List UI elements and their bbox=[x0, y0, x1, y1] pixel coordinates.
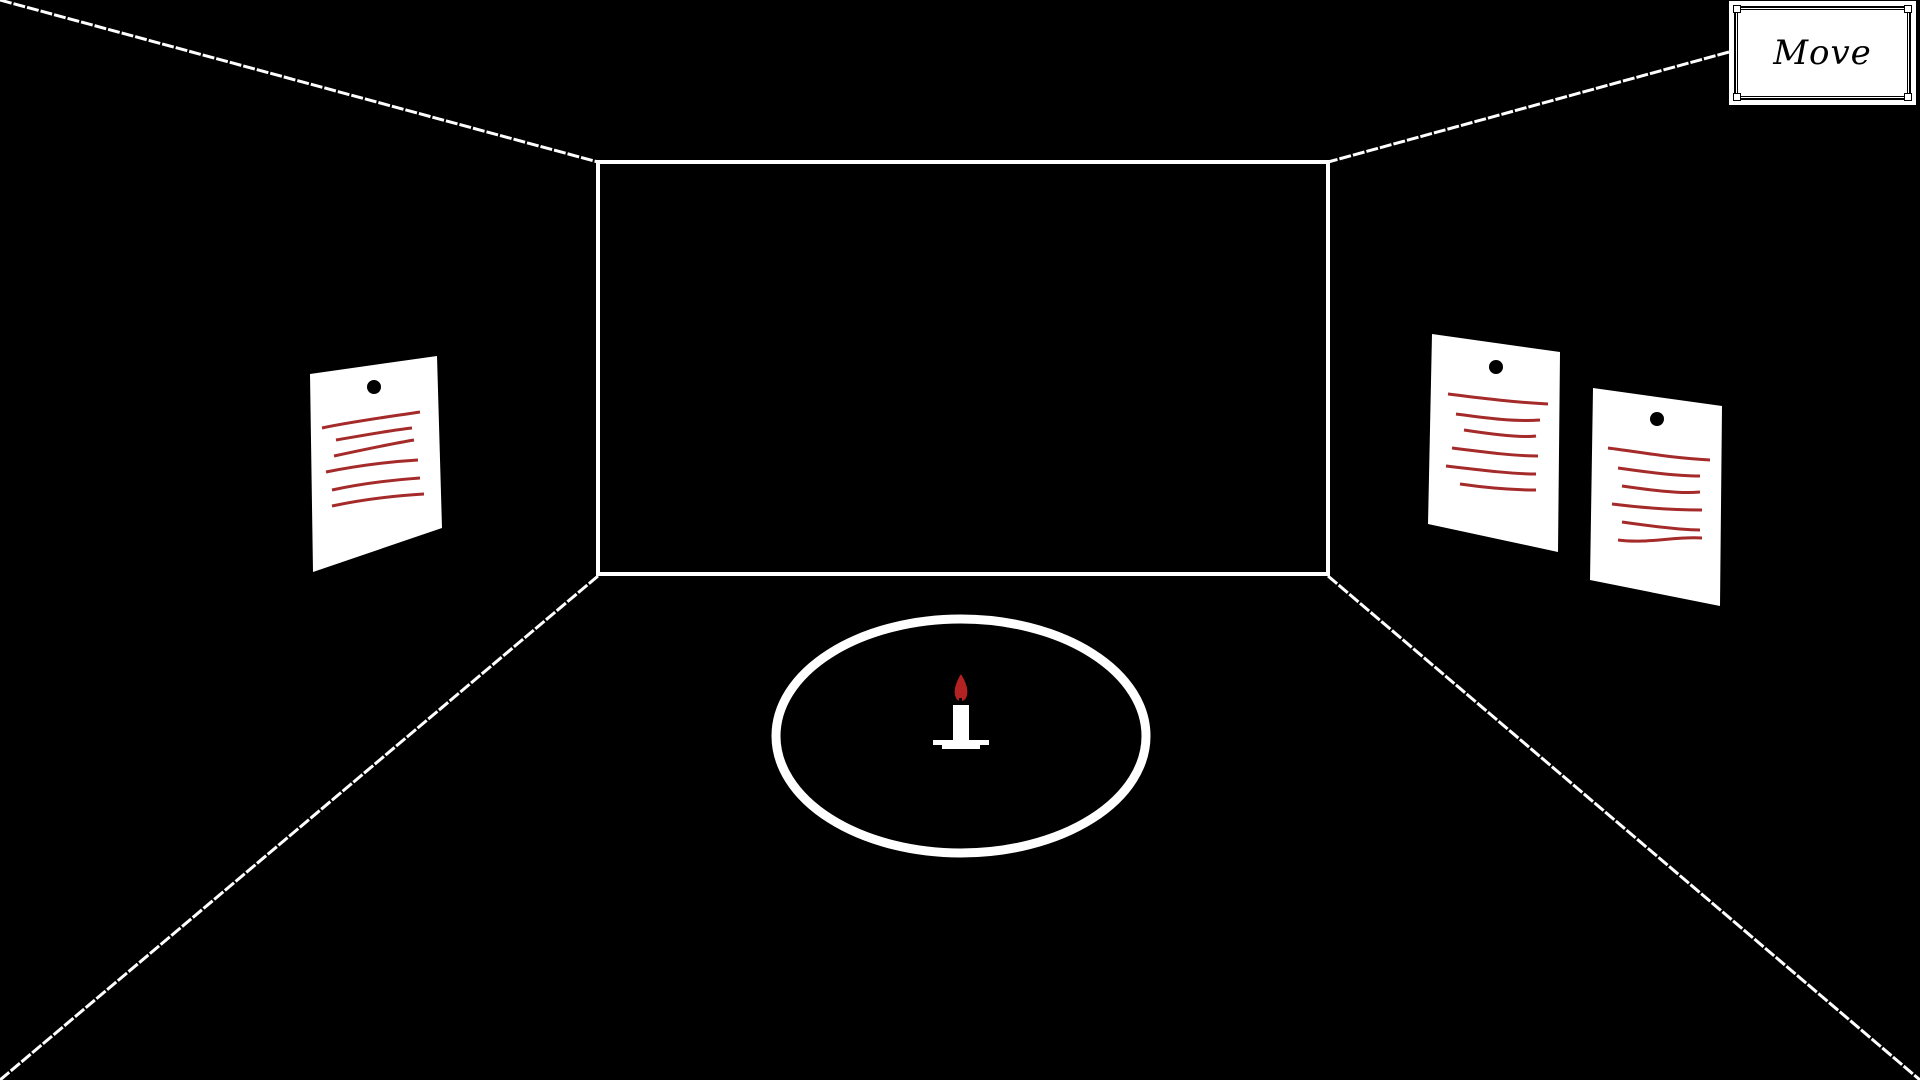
move-button[interactable]: Move bbox=[1729, 1, 1916, 105]
frame-corner bbox=[1904, 5, 1912, 13]
candle-body bbox=[953, 705, 969, 745]
back-wall bbox=[596, 160, 1330, 576]
note-writing bbox=[321, 410, 425, 508]
note-paper bbox=[1428, 334, 1560, 552]
frame-corner bbox=[1904, 93, 1912, 101]
frame-corner bbox=[1733, 93, 1741, 101]
note-paper bbox=[1590, 388, 1722, 606]
note-writing bbox=[1445, 392, 1549, 492]
candle-wick bbox=[959, 698, 962, 706]
frame-corner bbox=[1733, 5, 1741, 13]
move-button-label: Move bbox=[1773, 33, 1872, 73]
candle-flame bbox=[954, 674, 968, 701]
note-left-wall[interactable] bbox=[310, 356, 442, 572]
candle-base-rim bbox=[942, 745, 980, 749]
note-writing bbox=[1607, 446, 1711, 543]
floor-edge-left bbox=[0, 574, 599, 1080]
note-right-wall-2[interactable] bbox=[1590, 388, 1722, 606]
candle-icon[interactable] bbox=[933, 674, 989, 749]
floor-edge-right bbox=[1327, 574, 1920, 1080]
ritual-circle[interactable] bbox=[771, 614, 1151, 858]
ceiling-edge-right bbox=[1327, 50, 1730, 164]
pin-icon bbox=[1650, 412, 1664, 426]
ceiling-edge-left bbox=[0, 0, 599, 164]
pin-icon bbox=[1489, 360, 1503, 374]
candle-base bbox=[933, 740, 989, 745]
note-right-wall-1[interactable] bbox=[1428, 334, 1560, 552]
pin-icon bbox=[367, 380, 381, 394]
